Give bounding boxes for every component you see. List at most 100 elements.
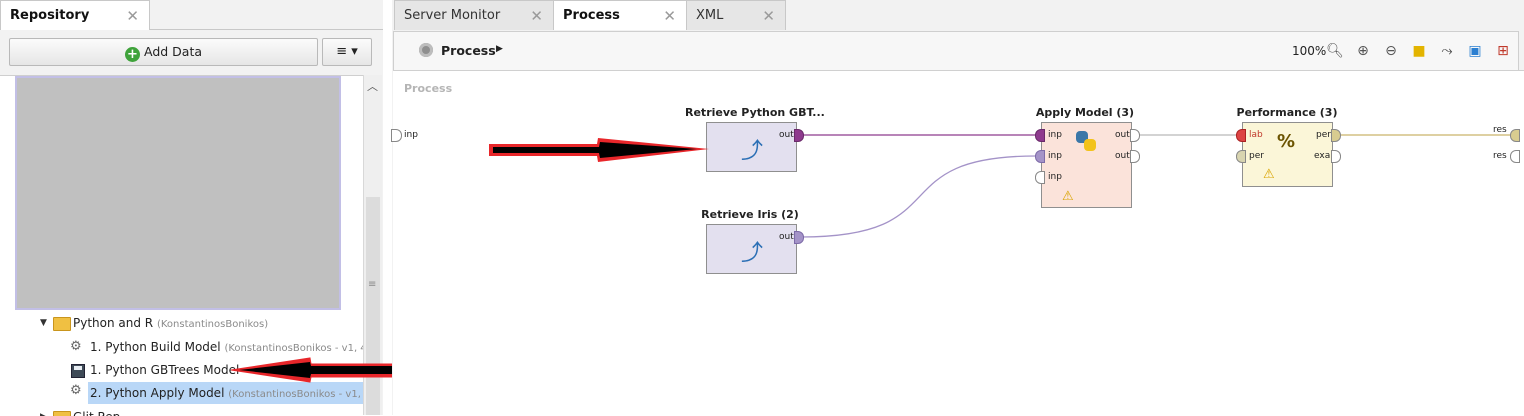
input-port[interactable]: [1035, 150, 1045, 163]
close-icon[interactable]: ✕: [530, 7, 543, 25]
scroll-up-icon[interactable]: ︿: [367, 80, 378, 93]
tree-item-glit-rep[interactable]: ▶ Glit Rep: [0, 406, 363, 416]
port-label: inp: [1048, 172, 1062, 182]
add-icon: +: [124, 47, 140, 62]
input-port[interactable]: [1035, 171, 1045, 184]
warning-icon[interactable]: ⚠: [1062, 189, 1074, 204]
result-port[interactable]: [1510, 129, 1520, 142]
tab-label: Server Monitor: [404, 8, 501, 23]
tree-item-meta: (KonstantinosBonikos - v1, 4/19/: [224, 343, 363, 354]
canvas-label: Process: [404, 82, 453, 95]
operator-retrieve-python-gbt[interactable]: ⤴ out: [706, 122, 797, 172]
zoom-level: 100%: [1292, 44, 1327, 58]
close-icon[interactable]: ✕: [126, 7, 139, 25]
output-port[interactable]: [1331, 150, 1341, 163]
redacted-region: [15, 76, 341, 310]
tab-label: XML: [696, 8, 724, 23]
port-label: out: [1115, 130, 1130, 140]
result-port[interactable]: [1510, 150, 1520, 163]
tab-repository[interactable]: Repository ✕: [0, 0, 150, 30]
tree-item-label: 1. Python Build Model: [90, 340, 221, 354]
tab-repository-label: Repository: [10, 8, 90, 23]
tree-item-meta: (KonstantinosBonikos - v1, 4/19/: [228, 389, 363, 400]
retrieve-icon: ⤴: [741, 139, 764, 164]
tab-label: Process: [563, 8, 620, 23]
zoom-out-icon[interactable]: ⊖: [1385, 43, 1397, 59]
operator-title: Retrieve Python GBT...: [685, 106, 825, 119]
scrollbar-grip-icon: ≡: [368, 279, 377, 290]
port-label: out: [779, 130, 794, 140]
add-data-label: Add Data: [143, 44, 203, 59]
zoom-in-icon[interactable]: ⊕: [1357, 43, 1369, 59]
warning-icon[interactable]: ⚠: [1263, 167, 1275, 182]
menu-icon: ≡ ▾: [336, 44, 358, 59]
folder-icon: [53, 317, 71, 331]
add-note-icon[interactable]: ■: [1412, 43, 1426, 59]
repository-menu-button[interactable]: ≡ ▾: [322, 38, 372, 66]
operator-retrieve-iris[interactable]: ⤴ out: [706, 224, 797, 274]
tree-item-label: Glit Rep: [73, 406, 120, 416]
add-data-button[interactable]: +Add Data: [9, 38, 318, 66]
port-label: exa: [1314, 151, 1331, 161]
port-label: inp: [1048, 130, 1062, 140]
input-port[interactable]: [1236, 129, 1246, 142]
process-gear-icon: ⚙: [70, 339, 82, 354]
arrange-operators-icon[interactable]: ▣: [1468, 43, 1482, 59]
annotation-arrow: [489, 138, 709, 162]
folder-icon: [53, 411, 71, 416]
fit-layout-icon[interactable]: ⊞: [1497, 43, 1509, 59]
port-label: inp: [1048, 151, 1062, 161]
tree-item-python-and-r[interactable]: ▼ Python and R (KonstantinosBonikos): [0, 312, 363, 334]
python-icon: [1076, 131, 1096, 151]
tree-item-label: Python and R: [73, 316, 154, 330]
operator-title: Apply Model (3): [1035, 106, 1135, 119]
tab-strip-divider: [150, 29, 383, 30]
port-label: lab: [1249, 130, 1263, 140]
input-port[interactable]: [1236, 150, 1246, 163]
breadcrumb[interactable]: Process: [441, 43, 496, 58]
expand-chevron-icon[interactable]: ▼: [40, 318, 47, 328]
repository-panel: Repository ✕ +Add Data ≡ ▾ ▼ Python and …: [0, 0, 454, 416]
scrollbar-thumb[interactable]: [366, 197, 380, 415]
operator-apply-model[interactable]: inp inp inp out out ⚠: [1041, 122, 1132, 208]
close-icon[interactable]: ✕: [762, 7, 775, 25]
repository-tree: ▼ Python and R (KonstantinosBonikos) ⚙ 1…: [0, 75, 363, 416]
tree-scrollbar[interactable]: ︿ ≡: [363, 75, 382, 415]
retrieve-icon: ⤴: [741, 241, 764, 266]
tree-item-meta: (KonstantinosBonikos): [156, 319, 269, 330]
port-label: res: [1493, 125, 1507, 135]
process-input-port[interactable]: [391, 129, 402, 142]
auto-wire-icon[interactable]: ⤳: [1441, 43, 1453, 59]
output-port[interactable]: [1130, 129, 1140, 142]
process-icon: [419, 43, 433, 57]
tab-process[interactable]: Process ✕: [553, 0, 687, 30]
tab-xml[interactable]: XML ✕: [686, 0, 786, 30]
tab-server-monitor[interactable]: Server Monitor ✕: [394, 0, 554, 30]
output-port[interactable]: [1331, 129, 1341, 142]
output-port[interactable]: [1130, 150, 1140, 163]
process-canvas[interactable]: Process: [393, 70, 1524, 416]
expand-chevron-icon[interactable]: ▶: [40, 406, 47, 416]
process-gear-icon: ⚙: [70, 383, 82, 398]
tree-item-python-gbtrees-model[interactable]: 1. Python GBTrees Model: [0, 359, 363, 381]
tree-item-label: 1. Python GBTrees Model: [90, 363, 240, 377]
operator-title: Retrieve Iris (2): [701, 208, 799, 221]
input-port[interactable]: [1035, 129, 1045, 142]
operator-title: Performance (3): [1236, 106, 1338, 119]
output-port[interactable]: [794, 129, 804, 142]
port-label: per: [1249, 151, 1264, 161]
port-label: per: [1316, 130, 1331, 140]
port-label: inp: [404, 130, 418, 140]
port-label: out: [779, 232, 794, 242]
output-port[interactable]: [794, 231, 804, 244]
percent-icon: %: [1277, 131, 1296, 152]
zoom-fit-icon[interactable]: 🔍︎: [1326, 43, 1344, 59]
model-save-icon: [71, 364, 85, 378]
close-icon[interactable]: ✕: [663, 7, 676, 25]
operator-performance[interactable]: lab per per exa % ⚠: [1242, 122, 1333, 187]
tree-item-python-apply-model[interactable]: 2. Python Apply Model (KonstantinosBonik…: [88, 382, 363, 404]
port-label: out: [1115, 151, 1130, 161]
breadcrumb-chevron-icon[interactable]: ▶: [496, 44, 503, 54]
tree-item-python-build-model[interactable]: ⚙ 1. Python Build Model (KonstantinosBon…: [0, 336, 363, 358]
